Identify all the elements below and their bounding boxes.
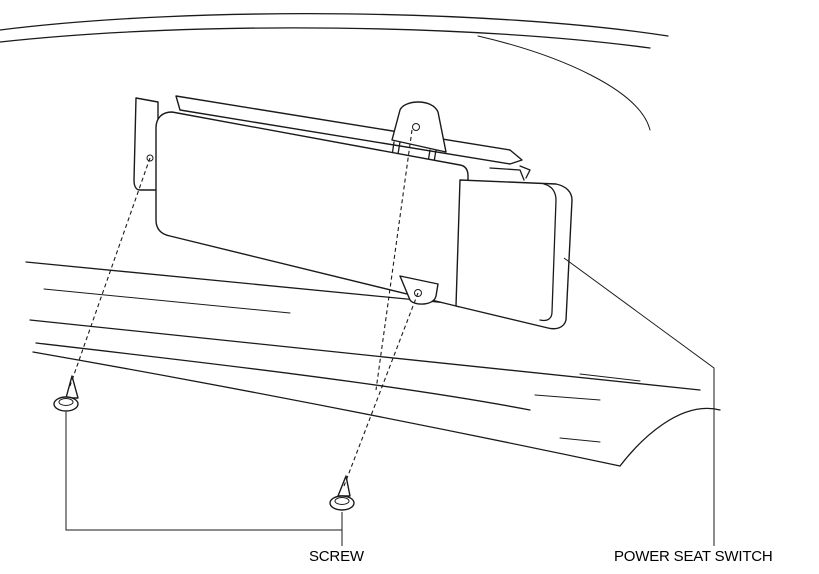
switch-leader: [563, 257, 715, 546]
screw-label: SCREW: [309, 548, 364, 565]
power-seat-switch: [133, 95, 573, 330]
power-seat-switch-label: POWER SEAT SWITCH: [614, 548, 773, 565]
seat-outline: [0, 13, 721, 467]
screw-right: [329, 475, 355, 511]
screw-leader: [65, 412, 343, 546]
screw-left: [53, 375, 79, 412]
installation-paths: [69, 129, 419, 487]
